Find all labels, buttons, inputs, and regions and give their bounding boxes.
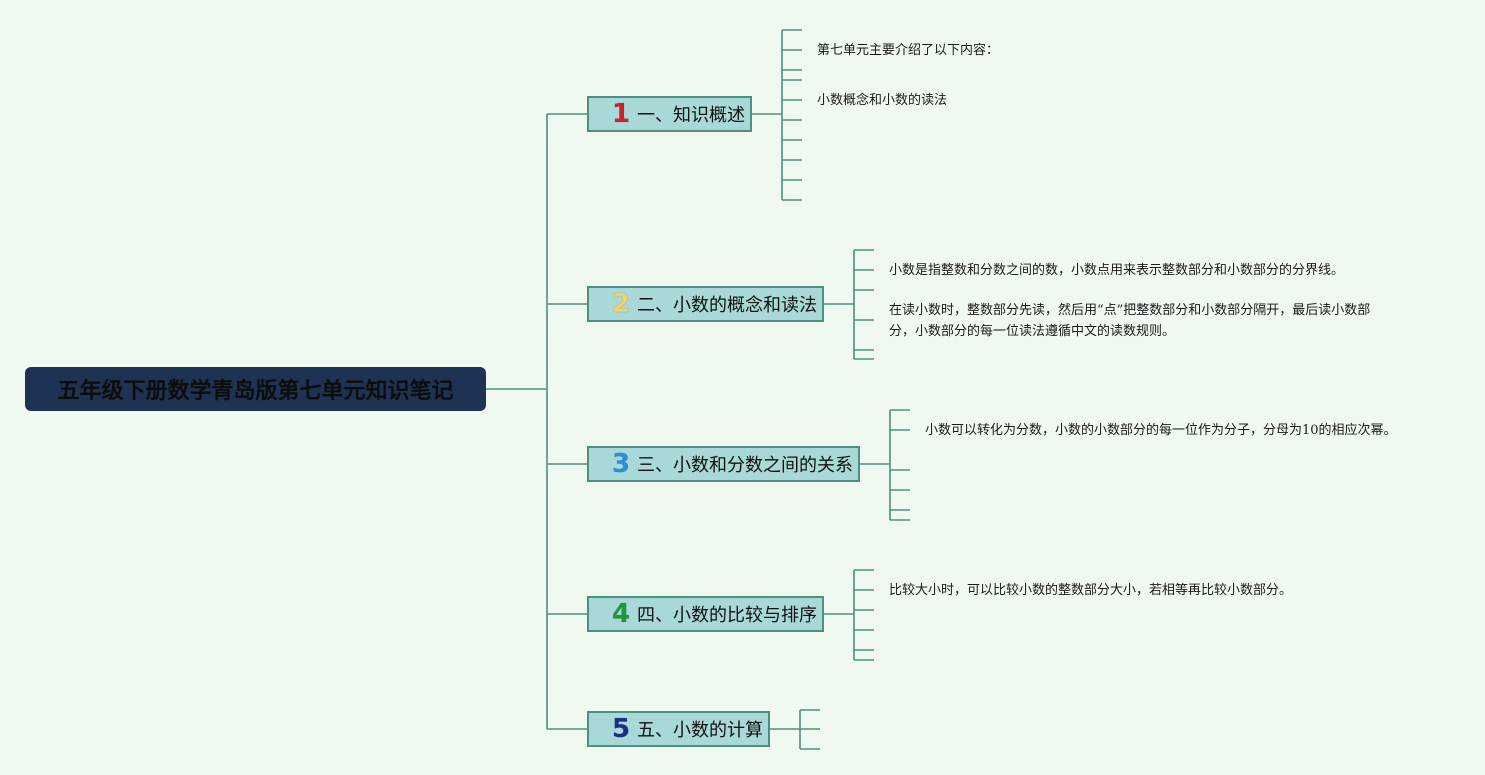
topic-4-node[interactable]: 4 四、小数的比较与排序	[587, 596, 824, 632]
topic-1-number-icon: 1	[611, 99, 631, 130]
topic-2-note-1: 小数是指整数和分数之间的数，小数点用来表示整数部分和小数部分的分界线。	[889, 263, 1345, 278]
root-node[interactable]: 五年级下册数学青岛版第七单元知识笔记	[25, 367, 486, 411]
topic-2-number-icon: 2	[611, 289, 631, 320]
topic-5-number-icon: 5	[611, 714, 631, 745]
topic-5-node[interactable]: 5 五、小数的计算	[587, 711, 770, 747]
topic-3-label: 三、小数和分数之间的关系	[637, 455, 853, 476]
topic-5-label: 五、小数的计算	[637, 720, 763, 741]
bracket-1	[752, 29, 802, 201]
bracket-5	[770, 709, 820, 750]
topic-4-note-1: 比较大小时，可以比较小数的整数部分大小，若相等再比较小数部分。	[889, 583, 1293, 598]
topic-2-note-2: 在读小数时，整数部分先读，然后用“点”把整数部分和小数部分隔开，最后读小数部分，…	[889, 303, 1371, 339]
topic-3-node[interactable]: 3 三、小数和分数之间的关系	[587, 446, 860, 482]
topic-4-label: 四、小数的比较与排序	[637, 605, 817, 626]
topic-1-note-2: 小数概念和小数的读法	[817, 93, 948, 108]
topic-3-number-icon: 3	[611, 449, 631, 480]
root-title: 五年级下册数学青岛版第七单元知识笔记	[57, 379, 454, 404]
topic-2-label: 二、小数的概念和读法	[637, 295, 817, 316]
topic-1-node[interactable]: 1 一、知识概述	[587, 96, 752, 132]
topic-1-note-1: 第七单元主要介绍了以下内容：	[817, 43, 1000, 58]
bracket-3	[860, 409, 910, 521]
topic-1-label: 一、知识概述	[637, 105, 745, 126]
bracket-4	[824, 569, 874, 661]
topic-4-number-icon: 4	[611, 599, 631, 630]
topic-3-note-1: 小数可以转化为分数，小数的小数部分的每一位作为分子，分母为10的相应次幂。	[925, 423, 1397, 438]
bracket-2	[824, 249, 874, 360]
topic-2-node[interactable]: 2 二、小数的概念和读法	[587, 286, 824, 322]
